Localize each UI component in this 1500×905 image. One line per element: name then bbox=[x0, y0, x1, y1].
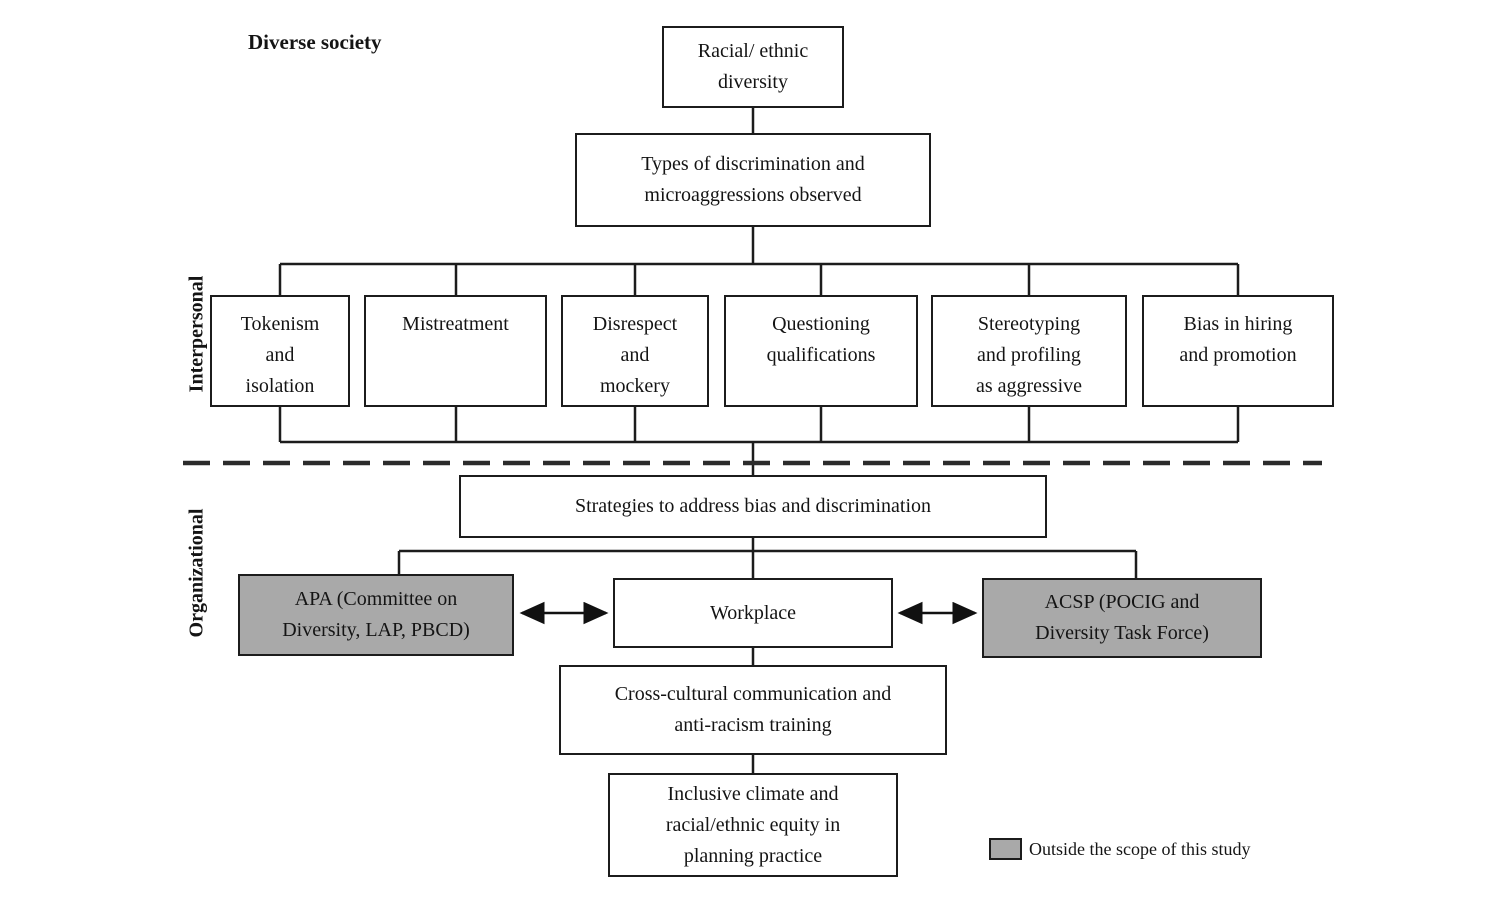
node-racial-ethnic-diversity: Racial/ ethnic diversity bbox=[662, 26, 844, 108]
legend-label: Outside the scope of this study bbox=[1029, 838, 1251, 859]
organizational-section-label: Organizational bbox=[185, 508, 208, 638]
node-strategies: Strategies to address bias and discrimin… bbox=[459, 475, 1047, 538]
node-acsp: ACSP (POCIG and Diversity Task Force) bbox=[982, 578, 1262, 658]
node-stereotyping-profiling: Stereotyping and profiling as aggressive bbox=[931, 295, 1127, 407]
node-apa: APA (Committee on Diversity, LAP, PBCD) bbox=[238, 574, 514, 656]
outside-scope-swatch bbox=[989, 838, 1022, 860]
node-inclusive-climate: Inclusive climate and racial/ethnic equi… bbox=[608, 773, 898, 877]
interpersonal-section-label: Interpersonal bbox=[185, 275, 208, 393]
node-bias-hiring-promotion: Bias in hiring and promotion bbox=[1142, 295, 1334, 407]
node-workplace: Workplace bbox=[613, 578, 893, 648]
node-types-of-discrimination: Types of discrimination and microaggress… bbox=[575, 133, 931, 227]
node-mistreatment: Mistreatment bbox=[364, 295, 547, 407]
node-cross-cultural-training: Cross-cultural communication and anti-ra… bbox=[559, 665, 947, 755]
node-tokenism-isolation: Tokenism and isolation bbox=[210, 295, 350, 407]
node-disrespect-mockery: Disrespect and mockery bbox=[561, 295, 709, 407]
diverse-society-label: Diverse society bbox=[248, 30, 382, 54]
node-questioning-qualifications: Questioning qualifications bbox=[724, 295, 918, 407]
legend: Outside the scope of this study bbox=[989, 838, 1250, 860]
